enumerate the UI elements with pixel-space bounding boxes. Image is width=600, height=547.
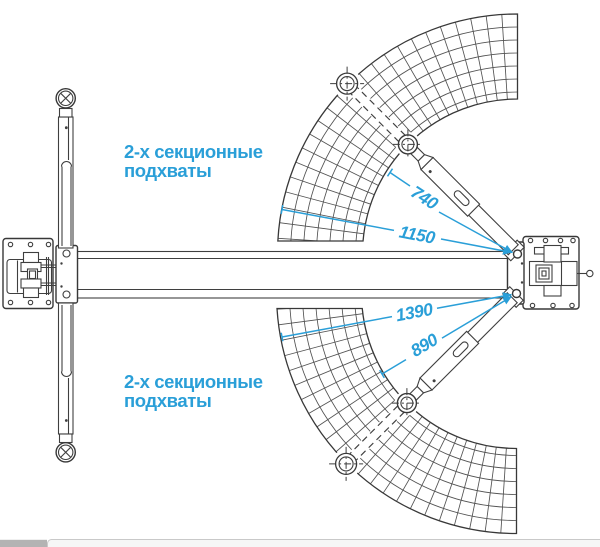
- footer-scrollbar-fragment[interactable]: [0, 539, 47, 547]
- rear-arm-elbow-joint: [391, 388, 422, 419]
- rear-pad-phantom-position: [329, 446, 364, 481]
- left-front-pad: [55, 88, 76, 109]
- left-rear-arm: [55, 302, 76, 463]
- left-rear-pad: [55, 441, 76, 463]
- note-front-arms-line1: 2-х секционные: [124, 141, 263, 162]
- left-column: [2, 237, 79, 310]
- note-front-arms-line2: подхваты: [124, 160, 211, 181]
- left-front-arm: [55, 88, 76, 249]
- front-arm-elbow-joint: [392, 129, 423, 160]
- footer-strip: [0, 539, 600, 547]
- crossbeam: [76, 250, 509, 299]
- lock-rod-knob: [586, 269, 594, 278]
- note-rear-arms-line2: подхваты: [124, 390, 211, 411]
- dim-rear-arm-retracted: 890: [407, 329, 442, 361]
- front-arm-pivot-hole: [512, 249, 523, 259]
- sweep-zone-rear-arm: [276, 307, 518, 535]
- dim-front-arm-retracted: 740: [407, 182, 442, 214]
- front-pad-phantom-position: [330, 66, 365, 101]
- dim-front-arm-extended: 1150: [398, 222, 437, 248]
- dimension-leaders: [280, 168, 513, 379]
- rear-arm-pivot-hole: [511, 288, 522, 299]
- dim-rear-arm-extended: 1390: [394, 299, 435, 326]
- note-rear-arms-line1: 2-х секционные: [124, 371, 263, 392]
- right-column: [506, 235, 594, 310]
- sweep-zone-rear-hatch: [277, 308, 517, 534]
- right-carriage-mechanism: [528, 244, 594, 297]
- left-carriage-mechanism: [6, 251, 57, 299]
- footer-panel-fragment: [47, 539, 600, 547]
